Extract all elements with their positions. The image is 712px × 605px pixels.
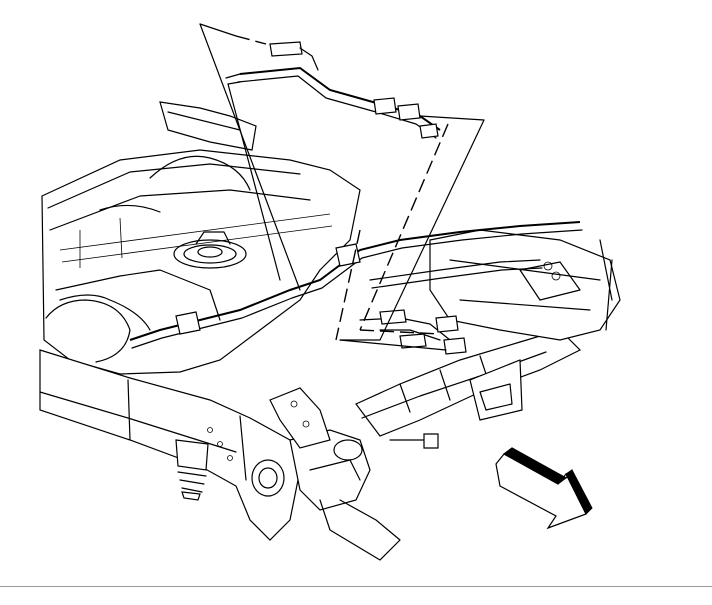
frame-rail-shape (39, 349, 401, 561)
exhaust-pipe-shape (355, 229, 621, 449)
forward-arrow-icon (495, 447, 593, 530)
fuel-tank-shape (41, 101, 361, 375)
detail-callout-shape (199, 23, 485, 351)
footer-rule (0, 586, 712, 605)
fuel-line-shape (129, 41, 583, 355)
